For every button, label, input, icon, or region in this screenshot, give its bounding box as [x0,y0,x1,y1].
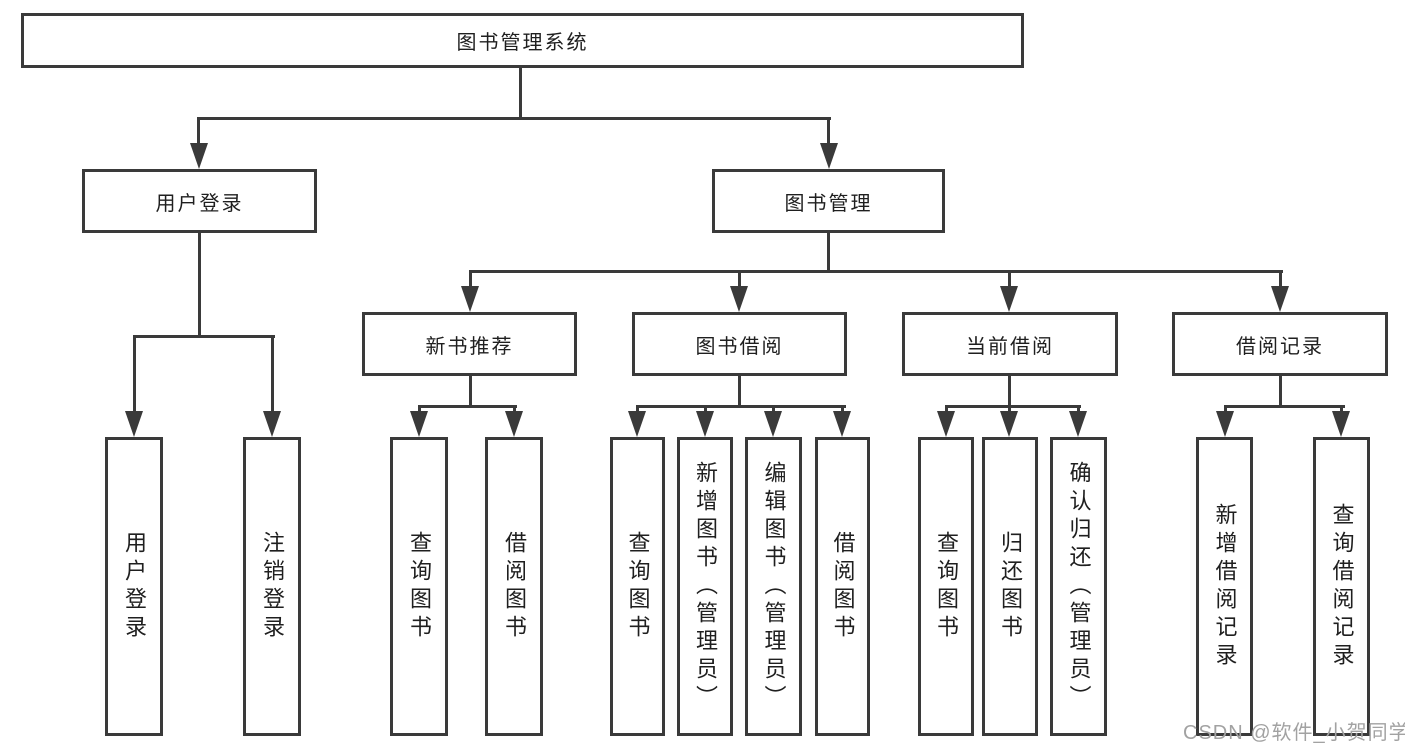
leaf-confirm-return-admin: 确认归还（管理员） [1050,437,1107,736]
arrowhead-borrow-4 [833,411,851,437]
arrowhead-user-login [190,143,208,169]
connector-stub-borrow-4 [841,405,844,415]
connector-root-horizontal [197,117,831,120]
connector-book-management-horizontal [469,270,1283,273]
connector-new-rec-down [469,376,472,408]
arrowhead-borrow-2 [696,411,714,437]
connector-user-login-down [198,233,201,338]
connector-stub-leaf-logout [271,335,274,415]
leaf-label-query-books-recommend: 查询图书 [407,530,432,643]
leaf-return-books: 归还图书 [982,437,1038,736]
leaf-query-books-recommend: 查询图书 [390,437,448,736]
arrowhead-new-rec-2 [505,411,523,437]
connector-record-horizontal [1224,405,1345,408]
leaf-user-login: 用户登录 [105,437,163,736]
connector-root-down [519,68,522,120]
leaf-query-borrow-record: 查询借阅记录 [1313,437,1370,736]
leaf-add-books-admin: 新增图书（管理员） [677,437,733,736]
arrowhead-book-borrowing [730,286,748,312]
leaf-label-borrow-books-recommend: 借阅图书 [502,530,527,643]
arrowhead-new-book-rec [461,286,479,312]
node-label-borrowing-records: 借阅记录 [1236,335,1324,358]
connector-stub-borrow-1 [636,405,639,415]
arrowhead-borrowing-records [1271,286,1289,312]
leaf-edit-books-admin: 编辑图书（管理员） [745,437,802,736]
connector-user-login-horizontal [133,335,275,338]
connector-stub-borrow-3 [772,405,775,415]
connector-stub-new-book-rec [469,270,472,290]
arrowhead-current-1 [937,411,955,437]
leaf-query-books-current: 查询图书 [918,437,974,736]
leaf-label-query-books-current: 查询图书 [934,530,959,643]
node-borrowing-records: 借阅记录 [1172,312,1388,376]
connector-stub-current-2 [1008,405,1011,415]
connector-stub-record-2 [1340,405,1343,415]
connector-stub-current-3 [1077,405,1080,415]
arrowhead-new-rec-1 [410,411,428,437]
arrowhead-record-1 [1216,411,1234,437]
connector-stub-book-borrowing [738,270,741,290]
leaf-label-borrow-books: 借阅图书 [830,530,856,643]
leaf-label-user-login: 用户登录 [122,530,147,643]
connector-stub-new-rec-2 [513,405,516,415]
leaf-query-books-borrow: 查询图书 [610,437,665,736]
arrowhead-borrow-1 [628,411,646,437]
arrowhead-current-3 [1069,411,1087,437]
arrowhead-borrow-3 [764,411,782,437]
node-current-borrowing: 当前借阅 [902,312,1118,376]
leaf-label-add-books-admin: 新增图书（管理员） [693,460,718,713]
leaf-label-return-books: 归还图书 [998,530,1023,643]
connector-stub-current-borrowing [1008,270,1011,290]
arrowhead-record-2 [1332,411,1350,437]
leaf-add-borrow-record: 新增借阅记录 [1196,437,1253,736]
connector-stub-leaf-user-login [133,335,136,415]
node-book-management: 图书管理 [712,169,945,233]
node-label-root: 图书管理系统 [456,32,589,54]
connector-book-management-down [827,233,830,273]
connector-new-rec-horizontal [418,405,517,408]
node-new-book-recommendation: 新书推荐 [362,312,577,376]
leaf-label-add-borrow-record: 新增借阅记录 [1212,502,1238,671]
arrowhead-current-borrowing [1000,286,1018,312]
connector-stub-new-rec-1 [418,405,421,415]
connector-stub-borrow-2 [704,405,707,415]
leaf-borrow-books: 借阅图书 [815,437,870,736]
connector-stub-user-login [197,117,200,151]
node-label-current-borrowing: 当前借阅 [966,335,1054,358]
connector-stub-book-management [827,117,830,151]
node-label-new-book-recommendation: 新书推荐 [425,335,514,358]
connector-stub-record-1 [1224,405,1227,415]
connector-record-down [1279,376,1282,408]
leaf-label-logout: 注销登录 [260,530,285,643]
arrowhead-leaf-user-login [125,411,143,437]
arrowhead-book-management [820,143,838,169]
leaf-label-query-borrow-record: 查询借阅记录 [1329,502,1355,671]
node-book-borrowing: 图书借阅 [632,312,847,376]
leaf-borrow-books-recommend: 借阅图书 [485,437,543,736]
arrowhead-leaf-logout [263,411,281,437]
node-user-login: 用户登录 [82,169,317,233]
connector-stub-borrowing-records [1279,270,1282,290]
leaf-label-confirm-return-admin: 确认归还（管理员） [1066,460,1092,713]
arrowhead-current-2 [1000,411,1018,437]
watermark: CSDN @软件_小贺同学 [1183,722,1405,744]
connector-current-down [1008,376,1011,408]
leaf-logout: 注销登录 [243,437,301,736]
connector-borrow-down [738,376,741,408]
node-library-management-system: 图书管理系统 [21,13,1024,68]
connector-stub-current-1 [945,405,948,415]
connector-borrow-horizontal [636,405,846,408]
node-label-book-borrowing: 图书借阅 [695,335,784,358]
leaf-label-edit-books-admin: 编辑图书（管理员） [761,460,787,713]
node-label-book-management: 图书管理 [784,192,873,215]
node-label-user-login: 用户登录 [155,192,244,215]
connector-current-horizontal [945,405,1081,408]
leaf-label-query-books-borrow: 查询图书 [625,530,651,643]
